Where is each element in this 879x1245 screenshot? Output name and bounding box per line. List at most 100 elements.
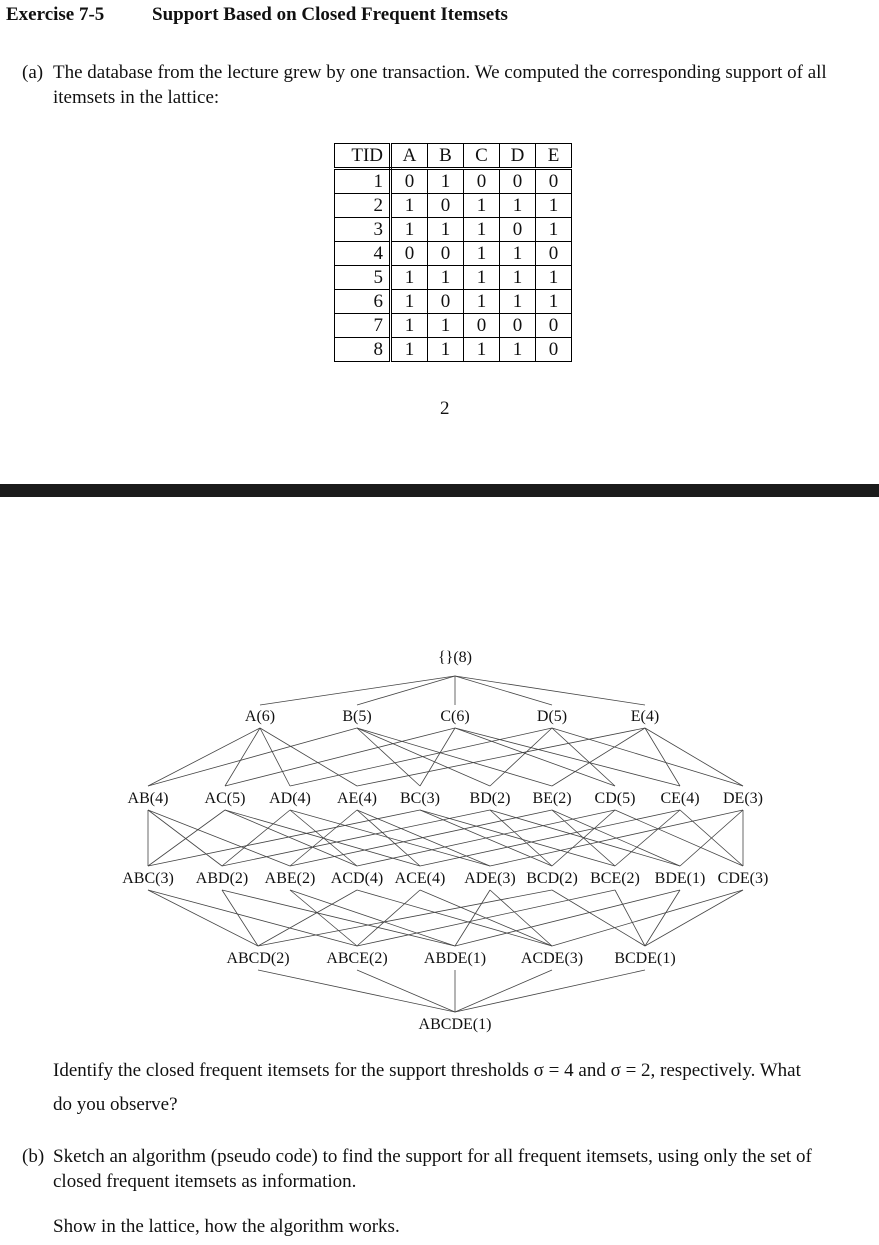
lattice-edge — [644, 889, 681, 947]
table-cell-tid: 3 — [334, 217, 392, 242]
lattice-edge — [356, 675, 456, 706]
lattice-edge — [356, 727, 553, 787]
lattice-edge — [489, 809, 681, 867]
table-cell: 0 — [463, 313, 500, 338]
table-cell: 0 — [499, 217, 536, 242]
lattice-edge — [224, 727, 456, 787]
table-cell: 1 — [535, 193, 572, 218]
lattice-edge — [221, 809, 491, 867]
lattice-edge — [644, 727, 744, 787]
lattice-edge — [356, 889, 616, 947]
table-cell-tid: 4 — [334, 241, 392, 266]
lattice-node-b: B(5) — [342, 708, 371, 725]
lattice-node-abce: ABCE(2) — [326, 950, 387, 967]
lattice-edge — [147, 809, 291, 867]
lattice-edge — [221, 889, 259, 947]
lattice-node-acde: ACDE(3) — [521, 950, 583, 967]
page-number: 2 — [440, 398, 450, 419]
lattice-node-bc: BC(3) — [400, 790, 440, 807]
lattice-edge — [147, 727, 358, 787]
table-cell: 1 — [427, 265, 464, 290]
lattice-edge — [257, 969, 456, 1013]
table-cell: 0 — [499, 168, 536, 194]
part-b-show-line: Show in the lattice, how the algorithm w… — [53, 1216, 400, 1237]
table-cell: 1 — [463, 337, 500, 362]
lattice-edge — [356, 889, 553, 947]
table-cell: 1 — [499, 289, 536, 314]
lattice-edge — [147, 889, 259, 947]
lattice-node-cde: CDE(3) — [718, 870, 769, 887]
question-line1: Identify the closed frequent itemsets fo… — [53, 1060, 801, 1081]
lattice-node-bde: BDE(1) — [655, 870, 706, 887]
lattice-edge — [257, 889, 553, 947]
lattice-node-a: A(6) — [245, 708, 275, 725]
lattice-edge — [289, 889, 456, 947]
table-cell: 0 — [535, 168, 572, 194]
lattice-edge — [259, 727, 291, 787]
lattice-edge — [454, 675, 553, 706]
table-cell: 1 — [427, 168, 464, 194]
table-cell: 0 — [535, 313, 572, 338]
lattice-edge — [147, 809, 421, 867]
lattice-edge — [419, 809, 616, 867]
table-cell: 1 — [390, 289, 428, 314]
lattice-node-ade: ADE(3) — [464, 870, 516, 887]
lattice-edge — [289, 809, 553, 867]
table-cell: 0 — [427, 193, 464, 218]
table-cell: 1 — [390, 217, 428, 242]
lattice-edge — [551, 889, 744, 947]
lattice-edge — [221, 809, 291, 867]
lattice-edge — [614, 809, 744, 867]
lattice-node-abc: ABC(3) — [122, 870, 174, 887]
table-cell: 1 — [390, 337, 428, 362]
lattice-edge — [147, 727, 261, 787]
table-cell: 1 — [390, 193, 428, 218]
lattice-node-abe: ABE(2) — [265, 870, 316, 887]
lattice-node-abcde: ABCDE(1) — [419, 1016, 492, 1033]
lattice-edge — [454, 727, 616, 787]
lattice-edge — [356, 969, 456, 1013]
lattice-node-be: BE(2) — [532, 790, 571, 807]
table-cell: 0 — [535, 337, 572, 362]
table-cell: 1 — [499, 265, 536, 290]
table-cell: 1 — [427, 337, 464, 362]
lattice-edge — [356, 809, 616, 867]
lattice-edge — [356, 889, 421, 947]
lattice-node-c: C(6) — [440, 708, 469, 725]
question-line2: do you observe? — [53, 1094, 178, 1115]
lattice-edge — [644, 889, 744, 947]
lattice-edge — [419, 727, 456, 787]
lattice-edge — [614, 809, 681, 867]
lattice-node-de: DE(3) — [723, 790, 763, 807]
table-cell: 1 — [427, 313, 464, 338]
table-header-e: E — [535, 143, 572, 170]
table-cell-tid: 7 — [334, 313, 392, 338]
lattice-node-abd: ABD(2) — [196, 870, 248, 887]
lattice-node-abcd: ABCD(2) — [226, 950, 289, 967]
lattice-edge — [356, 809, 491, 867]
lattice-edge — [454, 675, 646, 706]
lattice-node-d: D(5) — [537, 708, 567, 725]
table-header-b: B — [427, 143, 464, 170]
table-cell: 1 — [499, 193, 536, 218]
lattice-edge — [489, 809, 744, 867]
table-cell-tid: 8 — [334, 337, 392, 362]
table-cell-tid: 6 — [334, 289, 392, 314]
table-cell: 0 — [390, 241, 428, 266]
table-cell: 0 — [535, 241, 572, 266]
table-cell: 0 — [390, 168, 428, 194]
part-a-text-line2: itemsets in the lattice: — [53, 87, 220, 108]
table-header-a: A — [390, 143, 428, 170]
table-cell: 1 — [499, 337, 536, 362]
table-cell: 1 — [390, 313, 428, 338]
lattice-edge — [221, 889, 456, 947]
lattice-node-bcde: BCDE(1) — [614, 950, 675, 967]
lattice-edge — [289, 727, 553, 787]
table-cell-tid: 2 — [334, 193, 392, 218]
lattice-edge — [679, 809, 744, 867]
